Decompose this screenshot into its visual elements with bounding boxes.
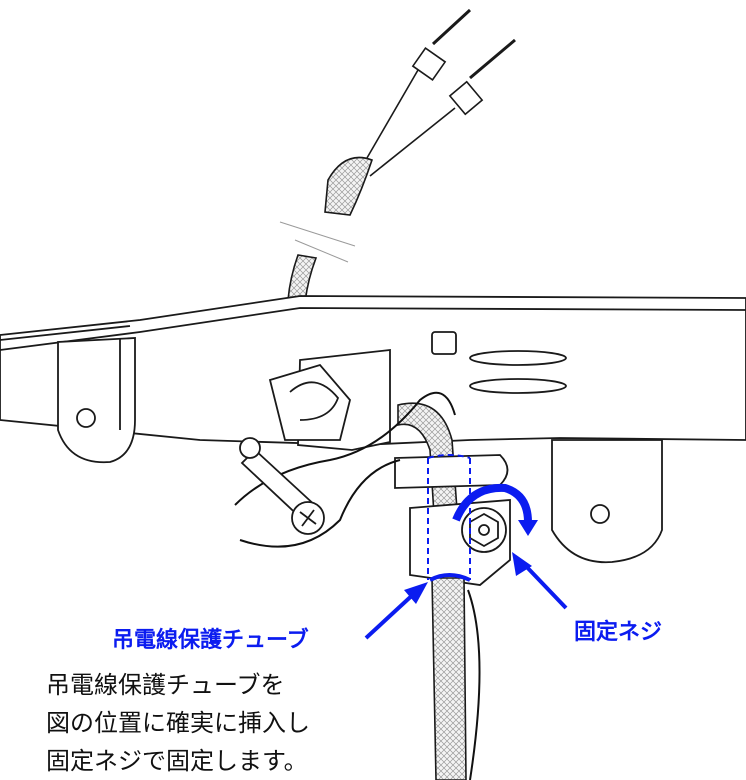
side-screw: [239, 437, 325, 535]
protective-tube: [431, 577, 467, 780]
clip-bracket: [268, 348, 391, 451]
instruction-line: 吊電線保護チューブを: [46, 671, 285, 699]
instruction-text: 吊電線保護チューブを 図の位置に確実に挿入し 固定ネジで固定します。: [46, 666, 310, 780]
tube-label: 吊電線保護チューブ: [112, 628, 309, 653]
instruction-line: 固定ネジで固定します。: [46, 747, 308, 775]
tube-end-arc: [429, 573, 471, 582]
hex-screw: [461, 507, 507, 553]
tube-position-indicator: [427, 454, 471, 580]
screw-pointer-arrow: [512, 552, 568, 610]
left-mount-tab: [57, 337, 136, 464]
tighten-arrow-icon: [452, 483, 538, 536]
screw-label: 固定ネジ: [574, 620, 663, 645]
instruction-line: 図の位置に確実に挿入し: [46, 709, 310, 737]
tube-pointer-arrow: [364, 582, 428, 640]
cable-top: [324, 156, 374, 216]
wire-terminals: [359, 8, 516, 177]
right-mount-tab: [551, 439, 663, 564]
plate-slots: [431, 331, 567, 394]
break-line: [279, 221, 356, 263]
